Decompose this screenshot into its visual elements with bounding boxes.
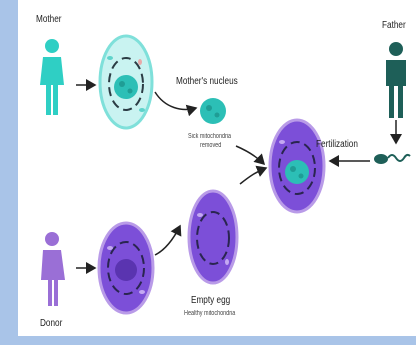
arrow-nucleus-to-zygote bbox=[236, 146, 264, 164]
donor-figure-icon bbox=[41, 232, 65, 306]
fertilized-egg-cell bbox=[270, 120, 324, 212]
label-removed: removed bbox=[200, 142, 221, 149]
label-father: Father bbox=[382, 20, 406, 31]
father-figure-icon bbox=[386, 42, 406, 118]
mother-figure-icon bbox=[40, 39, 64, 115]
label-sick-mitochondria: Sick mitochondria bbox=[188, 133, 231, 140]
sperm-icon bbox=[374, 154, 410, 164]
label-donor: Donor bbox=[40, 318, 62, 329]
label-fertilization: Fertilization bbox=[316, 139, 358, 150]
label-mother: Mother bbox=[36, 14, 62, 25]
donor-egg-cell bbox=[99, 223, 153, 313]
arrow-egg-to-nucleus bbox=[155, 92, 196, 109]
label-empty-egg: Empty egg bbox=[191, 295, 230, 306]
mothers-nucleus bbox=[200, 98, 226, 124]
arrow-donor-to-empty-egg bbox=[155, 226, 180, 255]
arrow-empty-egg-to-zygote bbox=[240, 168, 266, 184]
label-mothers-nucleus: Mother's nucleus bbox=[176, 76, 238, 87]
mother-egg-cell bbox=[100, 36, 152, 128]
empty-egg-cell bbox=[189, 191, 237, 283]
label-healthy-mitochondria: Healthy mitochondria bbox=[184, 310, 235, 317]
